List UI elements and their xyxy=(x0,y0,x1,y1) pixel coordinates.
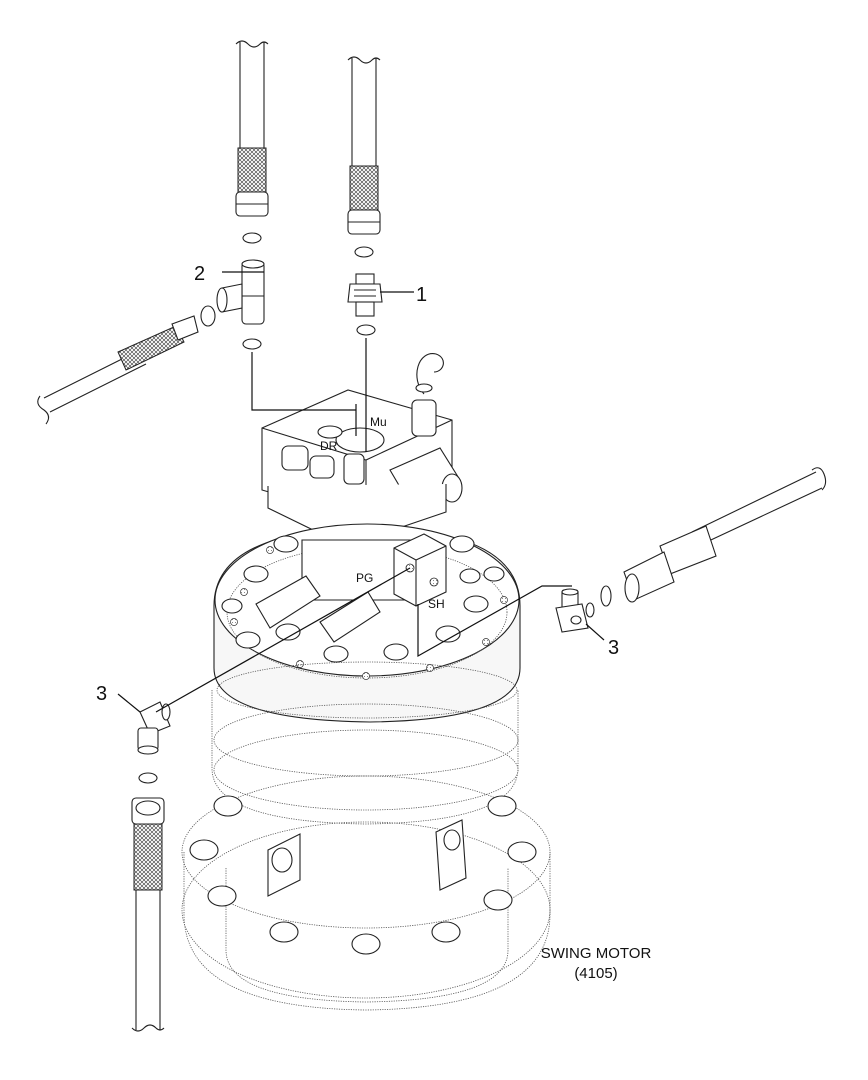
motor-body-middle xyxy=(211,690,519,825)
tee-fitting-part-2 xyxy=(216,259,265,325)
caption-title: SWING MOTOR xyxy=(541,945,652,962)
flange-holes xyxy=(230,546,508,680)
port-label-mu: Mu xyxy=(370,415,387,429)
motor-upper-flange xyxy=(213,523,521,723)
valve-block xyxy=(261,353,463,547)
callout-2: 2 xyxy=(194,263,205,285)
port-label-sh: SH xyxy=(428,597,445,611)
o-ring-side xyxy=(200,305,216,327)
port-label-pg: PG xyxy=(356,571,373,585)
port-label-dr: DR xyxy=(320,439,338,453)
flange-bolts xyxy=(221,535,505,663)
hose-bottom-left xyxy=(131,797,165,1032)
caption-part-number: (4105) xyxy=(574,965,617,982)
pg-sh-port-block xyxy=(393,533,447,607)
o-ring-below-connector xyxy=(356,324,376,336)
elbow-fitting-part-3-left xyxy=(137,701,171,755)
o-ring-below-left-elbow xyxy=(138,772,158,784)
connector-part-1 xyxy=(347,273,383,317)
elbow-fitting-part-3-right xyxy=(555,588,595,633)
lower-flange-bolts xyxy=(189,795,537,955)
hose-top-left xyxy=(235,40,269,244)
callout-1: 1 xyxy=(416,284,427,306)
hose-top-right xyxy=(347,56,381,258)
hose-left-side xyxy=(37,315,199,425)
motor-lower-flange xyxy=(181,775,551,1011)
callout-3-left: 3 xyxy=(96,683,107,705)
o-ring-below-tee xyxy=(242,338,262,350)
hose-right-side xyxy=(600,467,827,607)
connection-lines xyxy=(117,271,605,713)
callout-3-right: 3 xyxy=(608,637,619,659)
